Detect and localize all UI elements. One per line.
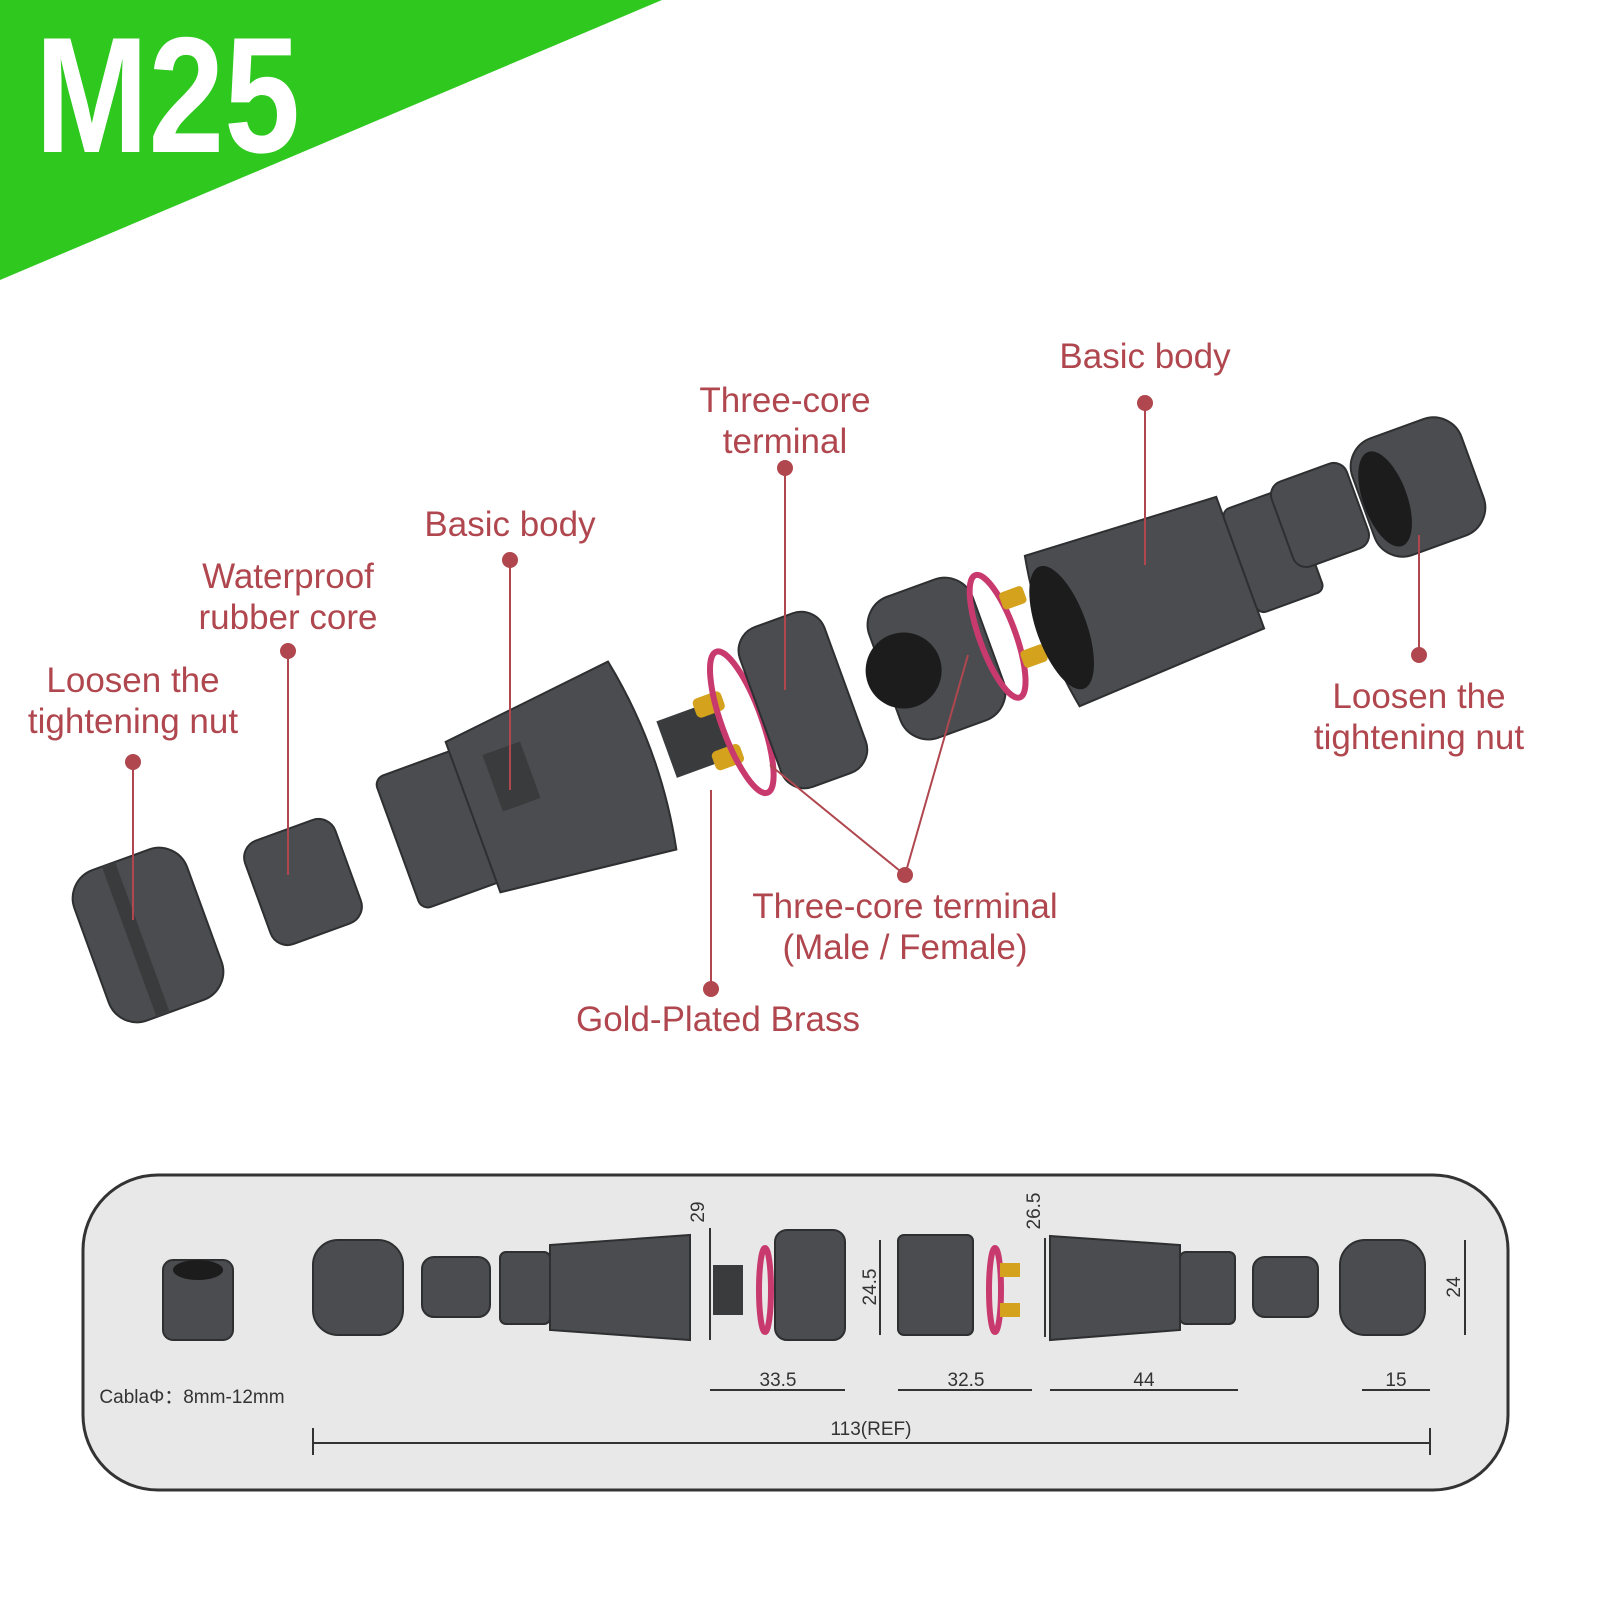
dim-w-nut: 15 [1385,1370,1406,1391]
dimension-lines [312,1228,1466,1455]
left-nut [71,846,225,1024]
right-rubber-core [1269,461,1371,569]
dim-w-body: 44 [1133,1370,1155,1391]
label-nut-left-2: tightening nut [28,702,238,741]
label-terminal-mf-2: (Male / Female) [782,928,1027,967]
title-m25: M25 [35,3,300,187]
dim-w-female: 32.5 [948,1370,985,1391]
label-rubber-core-1: Waterproof [202,557,374,596]
title-banner [0,0,662,280]
dim-w-male: 33.5 [760,1370,797,1391]
right-nut [1349,416,1487,558]
left-basic-body [375,660,678,909]
dim-h-terminal: 24.5 [860,1269,881,1306]
label-nut-right-2: tightening nut [1314,718,1524,757]
dim-h-nut: 24 [1444,1276,1465,1298]
label-body-right: Basic body [1059,337,1231,376]
left-rubber-core [243,817,363,947]
label-gold-brass: Gold-Plated Brass [576,1000,860,1039]
label-rubber-core-2: rubber core [199,598,378,637]
dim-h-body-left: 29 [688,1201,709,1222]
dim-h-body-right: 26.5 [1024,1193,1045,1230]
label-nut-right-1: Loosen the [1332,677,1505,716]
dim-total: 113(REF) [831,1419,912,1440]
cable-diameter: CablaΦ：8mm-12mm [99,1387,284,1408]
leader-lines [125,395,1427,997]
label-terminal-top-2: terminal [723,422,847,461]
female-terminal [865,571,1048,741]
male-terminal [656,610,869,797]
label-body-left: Basic body [424,505,596,544]
label-nut-left-1: Loosen the [46,661,219,700]
panel-parts [162,1229,1426,1342]
label-terminal-top-1: Three-core [699,381,870,420]
label-terminal-mf-1: Three-core terminal [752,887,1057,926]
